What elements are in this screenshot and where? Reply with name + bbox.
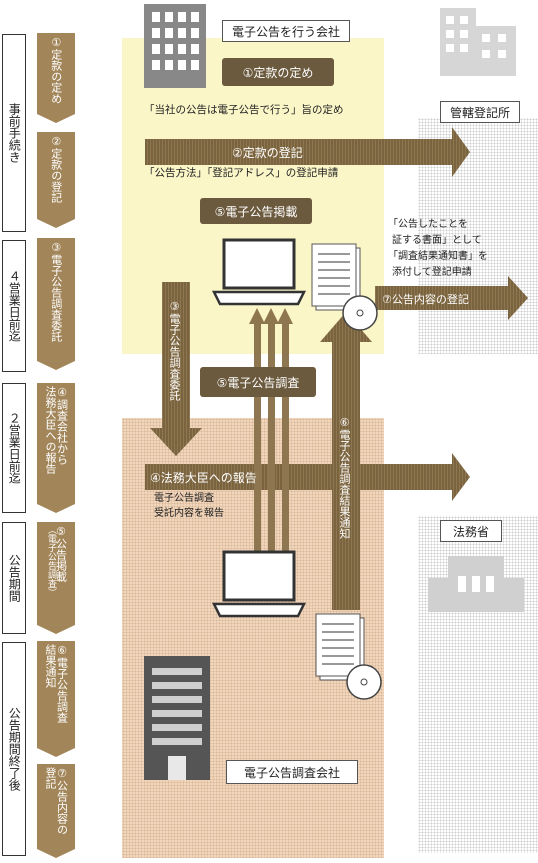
tag-step7: 登記 ⑦公告内容の [37,764,75,858]
step1-note: 「当社の公告は電子公告で行う」旨の定め [144,104,344,116]
step4-note2: 受託内容を報告 [154,508,224,519]
step5b-pill: ⑤電子公告調査 [200,367,316,397]
arrow-step2 [145,127,470,177]
document-icon [315,613,365,681]
building-icon [144,4,206,88]
step2-arrow-label: ②定款の登記 [232,146,303,160]
moj-label: 法務省 [440,520,502,542]
phase-period: 公告期間 [2,522,26,634]
phase-4days: ４営業日前迄 [2,240,26,372]
arrow-step7 [375,276,528,320]
step4-arrow-label: ④法務大臣への報告 [150,471,257,485]
step7-note3: 「調査結果通知書」を [388,251,488,262]
laptop-icon [211,550,307,618]
arrow-step3 [150,282,202,456]
tag-step5: （電子公告調査） ⑤公告掲載 [37,522,75,634]
company-label: 電子公告を行う会社 [222,20,350,42]
access-arrows [249,308,293,552]
phase-2days: ２営業日前迄 [2,383,26,513]
step7-note1: 「公告したことを [388,219,468,230]
laptop-icon [211,238,307,306]
arrow-step6 [320,312,372,610]
step3-arrow-label: ③電子公告調査委託 [168,300,181,401]
tag-step4: 法務大臣への報告 ④調査会社から [37,383,75,513]
survey-company-label: 電子公告調査会社 [226,760,358,784]
step1-pill: ①定款の定め [222,58,334,86]
tag-step3: ③電子公告調査委託 [37,238,75,370]
moj-building-icon [428,556,524,612]
tag-step6: 結果通知 ⑥電子公告調査 [37,641,75,757]
tag-step2: ②定款の登記 [37,132,75,228]
step7-note4: 添付して登記申請 [392,267,472,278]
step7-arrow-label: ⑦公告内容の登記 [382,293,469,306]
registry-label: 管轄登記所 [440,101,520,123]
tag-step1: ①定款の定め [37,33,75,123]
arrow-step4 [145,453,470,501]
disc-icon [346,664,382,700]
step4-note1: 電子公告調査 [154,493,214,504]
step5a-pill: ⑤電子公告掲載 [200,198,312,224]
registry-building-icon [440,8,516,76]
step2-note: 「公告方法」「登記アドレス」の登記申請 [144,167,339,179]
step7-note2: 証する書面」として [392,235,482,246]
phase-pre: 事前手続き [2,34,26,232]
document-icon [311,243,361,311]
survey-building-icon [144,656,210,780]
phase-after: 公告期間終了後 [2,642,26,856]
step6-arrow-label: ⑥電子公告調査結果通知 [338,416,351,539]
disc-icon [342,295,378,331]
